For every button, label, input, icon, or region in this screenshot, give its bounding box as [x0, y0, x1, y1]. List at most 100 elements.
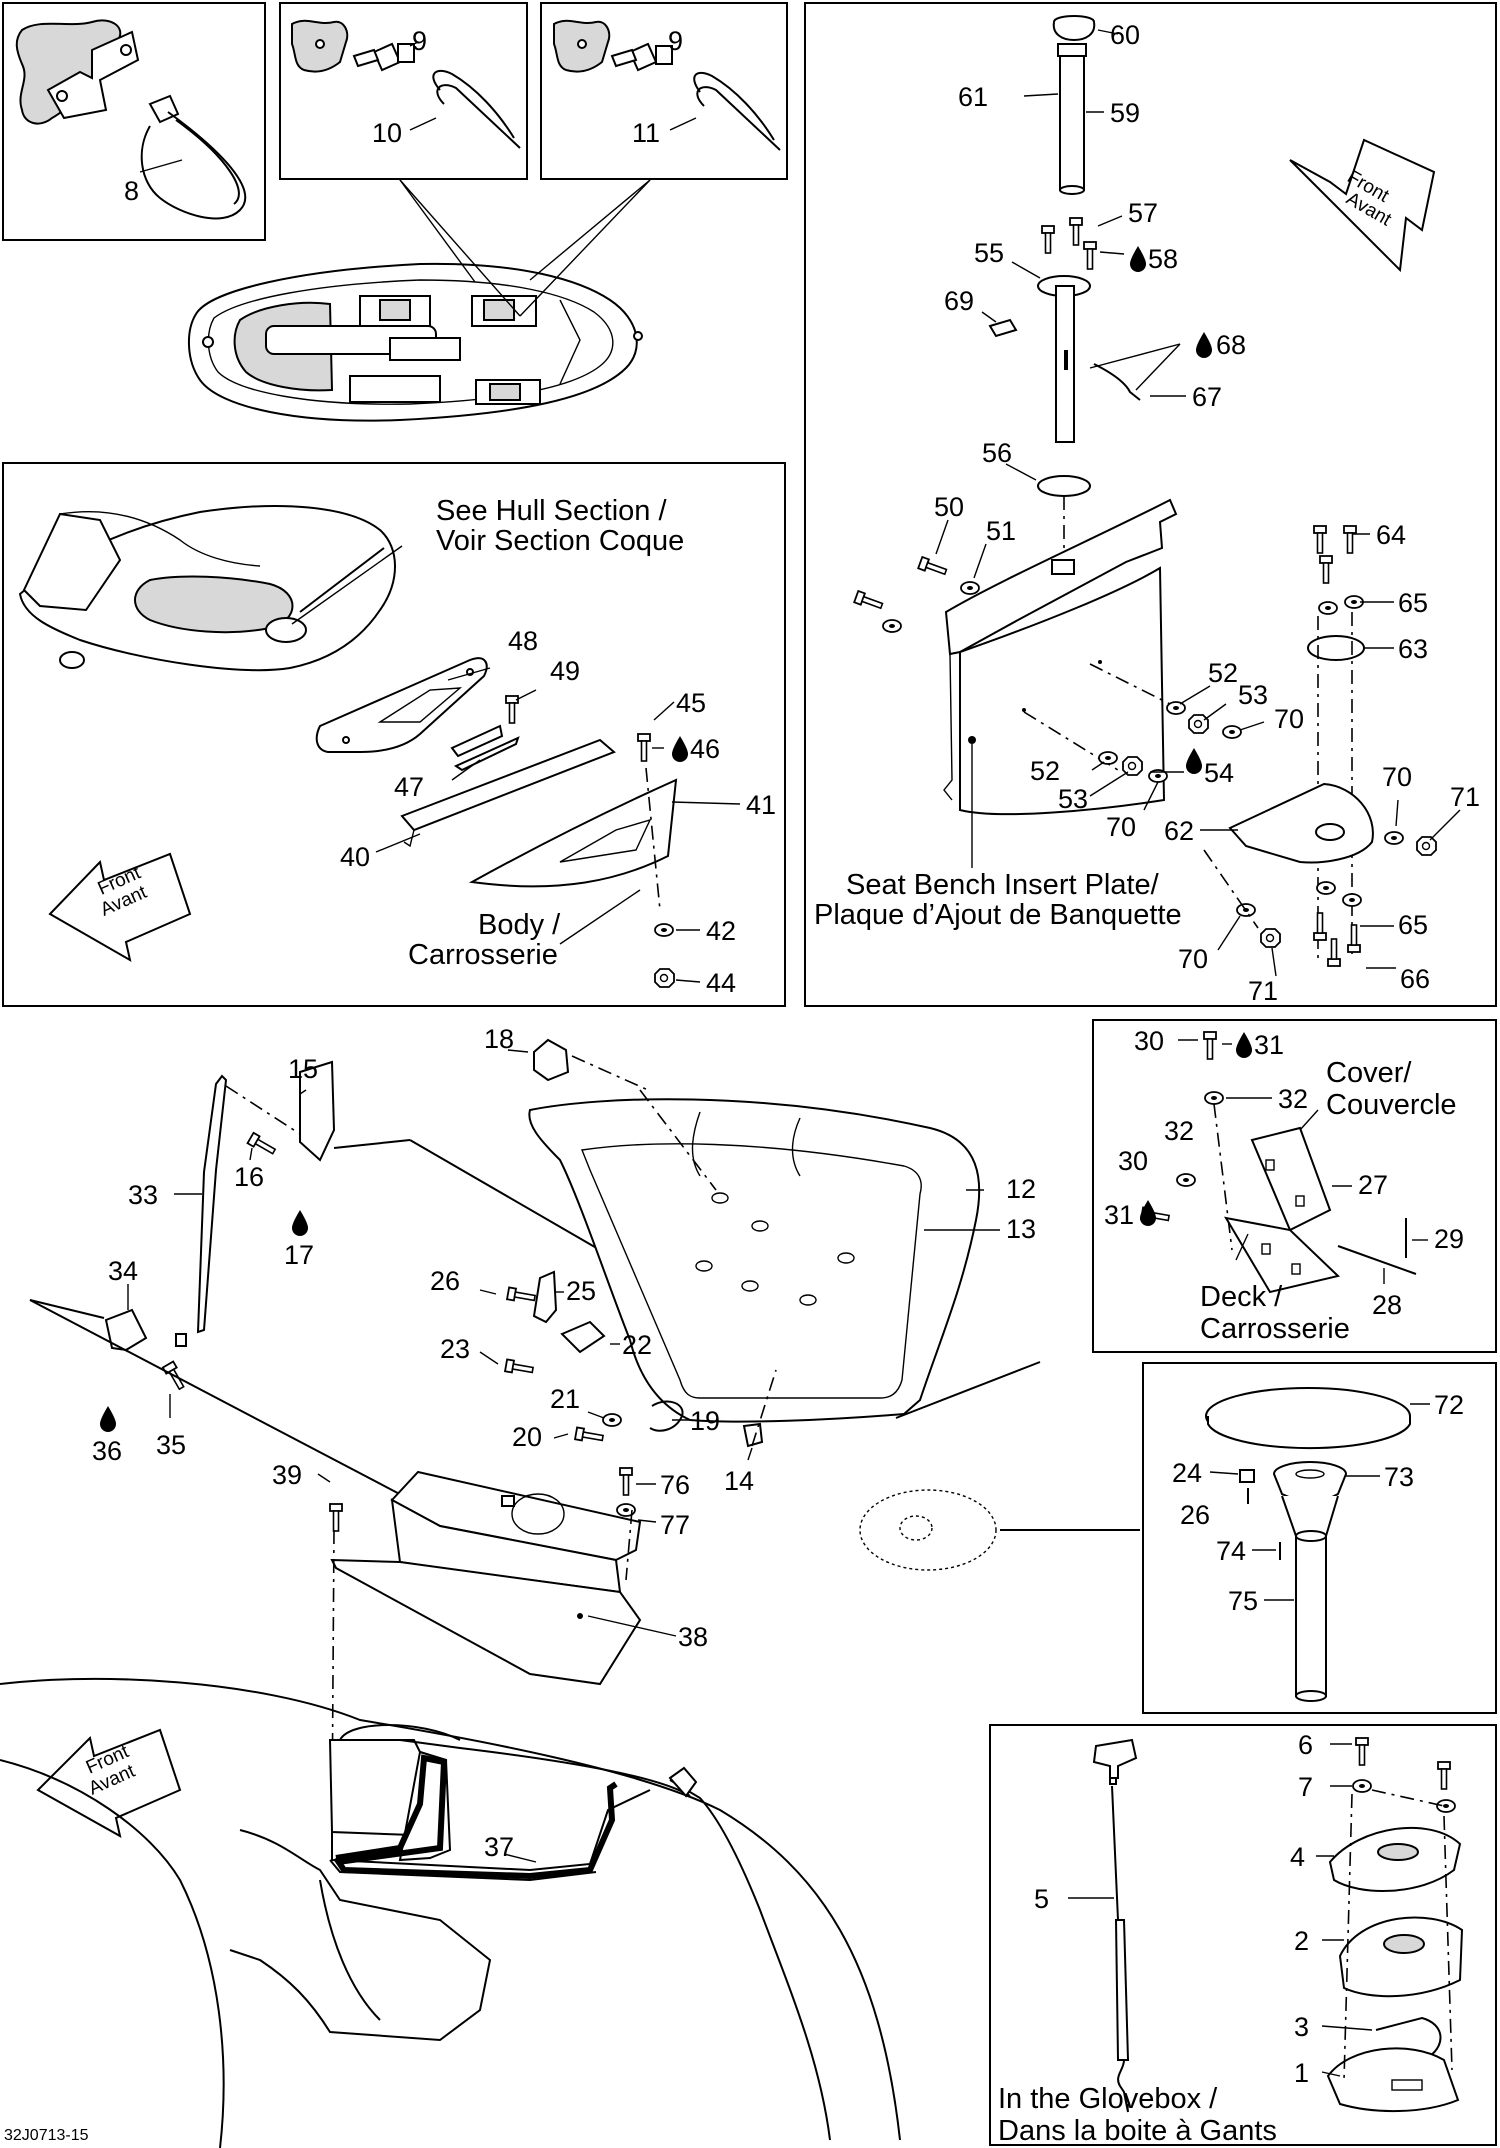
cover-hinge-assembly: [1140, 1031, 1417, 1294]
callout-28: 28: [1372, 1290, 1402, 1320]
callout-45: 45: [676, 688, 706, 718]
callout-62: 62: [1164, 816, 1194, 846]
callout-15: 15: [288, 1054, 318, 1084]
callout-52-top: 52: [1208, 658, 1238, 688]
callout-34: 34: [108, 1256, 138, 1286]
boat-top-view: [187, 262, 643, 422]
callout-20: 20: [512, 1422, 542, 1452]
label-body-fr: Carrosserie: [408, 939, 558, 971]
callout-1: 1: [1294, 2058, 1309, 2088]
callout-54: 54: [1204, 758, 1234, 788]
callout-9-right: 9: [668, 26, 683, 56]
callout-8: 8: [124, 176, 139, 206]
callout-53-bottom: 53: [1058, 784, 1088, 814]
callout-71-a: 71: [1450, 782, 1480, 812]
label-glovebox-fr: Dans la boite à Gants: [998, 2115, 1277, 2147]
label-cover: Cover/: [1326, 1057, 1412, 1089]
callout-48: 48: [508, 626, 538, 656]
callout-70-d: 70: [1178, 944, 1208, 974]
callout-31-bottom: 31: [1104, 1200, 1134, 1230]
callout-27: 27: [1358, 1170, 1388, 1200]
callout-13: 13: [1006, 1214, 1036, 1244]
inset-leader-lines: [399, 179, 651, 317]
callout-26: 26: [430, 1266, 460, 1296]
callout-12: 12: [1006, 1174, 1036, 1204]
callout-32-mid: 32: [1164, 1116, 1194, 1146]
callout-46: 46: [690, 734, 720, 764]
callout-70-b: 70: [1106, 812, 1136, 842]
label-hull-section: See Hull Section /: [436, 495, 667, 527]
inset-screw-tie-right: [553, 19, 781, 151]
callout-11: 11: [632, 118, 660, 148]
callout-68: 68: [1216, 330, 1246, 360]
callout-63: 63: [1398, 634, 1428, 664]
callout-3: 3: [1294, 2012, 1309, 2042]
callout-50: 50: [934, 492, 964, 522]
front-arrow-icon: Front Avant: [48, 852, 192, 962]
callout-44: 44: [706, 968, 736, 998]
callout-72: 72: [1434, 1390, 1464, 1420]
callout-30-top: 30: [1134, 1026, 1164, 1056]
callout-24: 24: [1172, 1458, 1202, 1488]
callout-67: 67: [1192, 382, 1222, 412]
callout-6: 6: [1298, 1730, 1313, 1760]
figure-code: 32J0713-15: [4, 2127, 89, 2144]
callout-56: 56: [982, 438, 1012, 468]
callout-17: 17: [284, 1240, 314, 1270]
callout-73: 73: [1384, 1462, 1414, 1492]
label-deck: Deck /: [1200, 1281, 1283, 1313]
callout-60: 60: [1110, 20, 1140, 50]
front-arrow-icon: Front Avant: [1289, 138, 1436, 273]
glovebox-latch-assembly: [1092, 1737, 1464, 2113]
callout-70-c: 70: [1382, 762, 1412, 792]
inset-screw-tie-left: [291, 19, 521, 149]
label-hull-section-fr: Voir Section Coque: [436, 525, 684, 557]
seat-pedestal-assembly: [853, 15, 1437, 967]
seat-plate-outline: [859, 1489, 1140, 1571]
seat-back-assembly: [29, 1038, 1041, 1511]
callout-59: 59: [1110, 98, 1140, 128]
callout-65-top: 65: [1398, 588, 1428, 618]
callout-42: 42: [706, 916, 736, 946]
callout-64: 64: [1376, 520, 1406, 550]
callout-38: 38: [678, 1622, 708, 1652]
inset-cable-tie-8: [15, 19, 247, 220]
label-deck-fr: Carrosserie: [1200, 1313, 1350, 1345]
callout-32-top: 32: [1278, 1084, 1308, 1114]
label-body: Body /: [478, 909, 561, 941]
label-cover-fr: Couvercle: [1326, 1089, 1457, 1121]
callout-65-bottom: 65: [1398, 910, 1428, 940]
callout-71-b: 71: [1248, 976, 1278, 1006]
callout-47: 47: [394, 772, 424, 802]
label-seat-bench: Seat Bench Insert Plate/: [846, 869, 1160, 901]
callout-41: 41: [746, 790, 776, 820]
callout-39: 39: [272, 1460, 302, 1490]
callout-58: 58: [1148, 244, 1178, 274]
callout-77: 77: [660, 1510, 690, 1540]
bow-trim-parts: [315, 657, 678, 988]
callout-5: 5: [1034, 1884, 1049, 1914]
callout-40: 40: [340, 842, 370, 872]
callout-10: 10: [372, 118, 402, 148]
callout-61: 61: [958, 82, 988, 112]
glovebox-tray: [329, 1467, 642, 1821]
callout-76: 76: [660, 1470, 690, 1500]
callout-25: 25: [566, 1276, 596, 1306]
callout-53-top: 53: [1238, 680, 1268, 710]
callout-22: 22: [622, 1330, 652, 1360]
callout-75: 75: [1228, 1586, 1258, 1616]
callout-14: 14: [724, 1466, 754, 1496]
callout-2: 2: [1294, 1926, 1309, 1956]
callout-51: 51: [986, 516, 1016, 546]
callout-74: 74: [1216, 1536, 1246, 1566]
callout-31-top: 31: [1254, 1030, 1284, 1060]
callout-23: 23: [440, 1334, 470, 1364]
callout-7: 7: [1298, 1772, 1313, 1802]
callout-16: 16: [234, 1162, 264, 1192]
callout-21: 21: [550, 1384, 580, 1414]
callout-26-table: 26: [1180, 1500, 1210, 1530]
bow-deck-view: [18, 505, 396, 672]
callout-29: 29: [1434, 1224, 1464, 1254]
